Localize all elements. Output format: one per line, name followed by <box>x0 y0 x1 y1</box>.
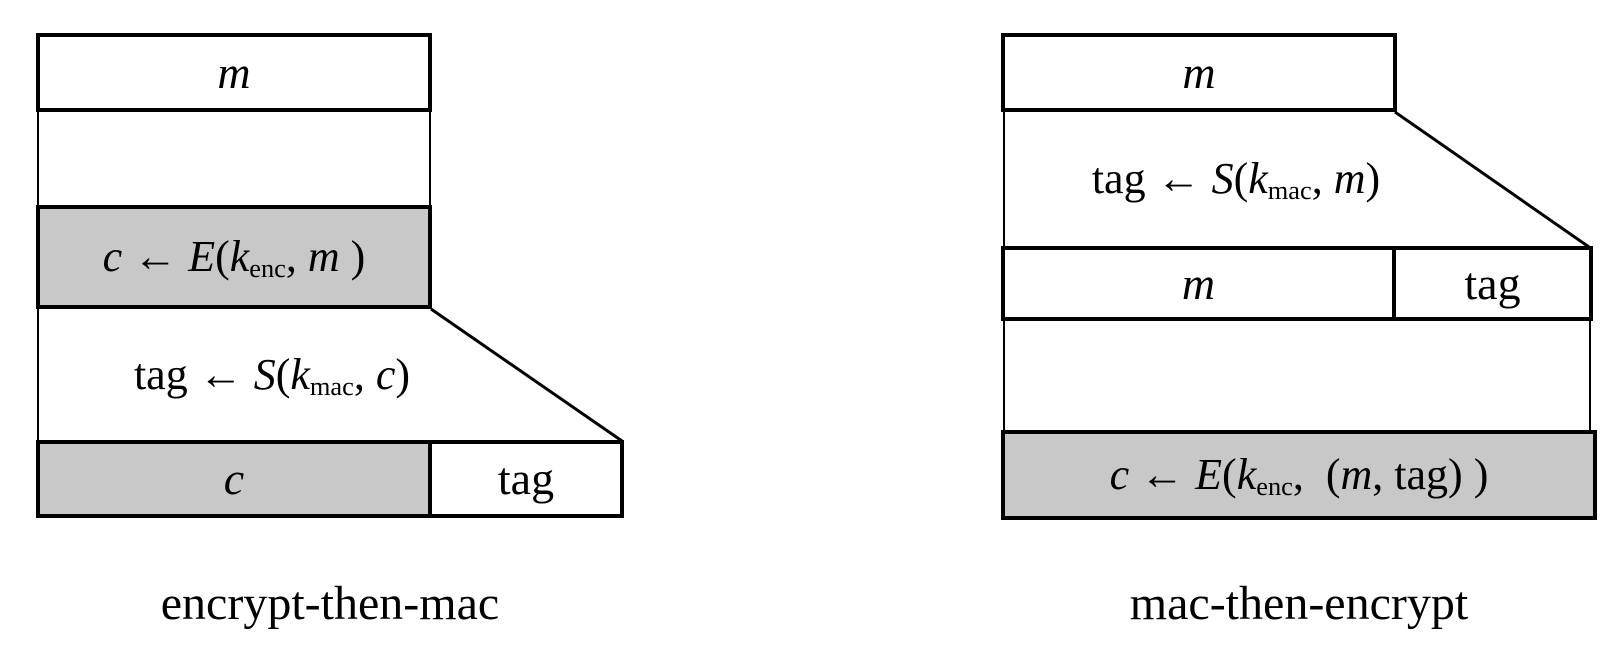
etm-sign-region-left-line <box>37 309 39 440</box>
etm-message-label: m <box>217 46 251 98</box>
mte-gap-region <box>1003 321 1591 430</box>
mte-sign-formula: tag ← S(kmac, m) <box>1091 154 1381 205</box>
mte-concat-tag-label: tag <box>1464 257 1521 309</box>
mte-message-label: m <box>1182 46 1216 98</box>
mte-concat-message-cell: m <box>1005 250 1392 317</box>
mte-concat-message-label: m <box>1181 257 1216 309</box>
etm-gap-region <box>37 112 431 205</box>
etm-caption: encrypt-then-mac <box>160 577 500 630</box>
etm-sign-region: tag ← S(kmac, c) <box>37 309 507 440</box>
etm-output-tag-cell: tag <box>428 444 620 514</box>
etm-sign-formula: tag ← S(kmac, c) <box>133 349 411 401</box>
etm-output-cipher-cell: c <box>40 444 428 514</box>
mte-concat-box: m tag <box>1001 246 1593 321</box>
etm-encrypt-formula: c ← E(kenc, m ) <box>102 232 366 283</box>
mte-caption: mac-then-encrypt <box>1129 577 1469 630</box>
etm-output-box: c tag <box>36 440 624 518</box>
mte-concat-tag-cell: tag <box>1392 250 1589 317</box>
mte-message-box: m <box>1001 33 1397 112</box>
mte-encrypt-box: c ← E(kenc, (m, tag) ) <box>1001 430 1597 520</box>
etm-output-tag-label: tag <box>497 453 555 504</box>
etm-message-box: m <box>36 33 432 112</box>
etm-encrypt-box: c ← E(kenc, m ) <box>36 205 432 309</box>
etm-output-cipher-label: c <box>223 453 245 504</box>
mte-sign-region-left-line <box>1003 112 1005 246</box>
mte-sign-region: tag ← S(kmac, m) <box>1003 112 1469 246</box>
mte-encrypt-formula: c ← E(kenc, (m, tag) ) <box>1109 450 1489 501</box>
